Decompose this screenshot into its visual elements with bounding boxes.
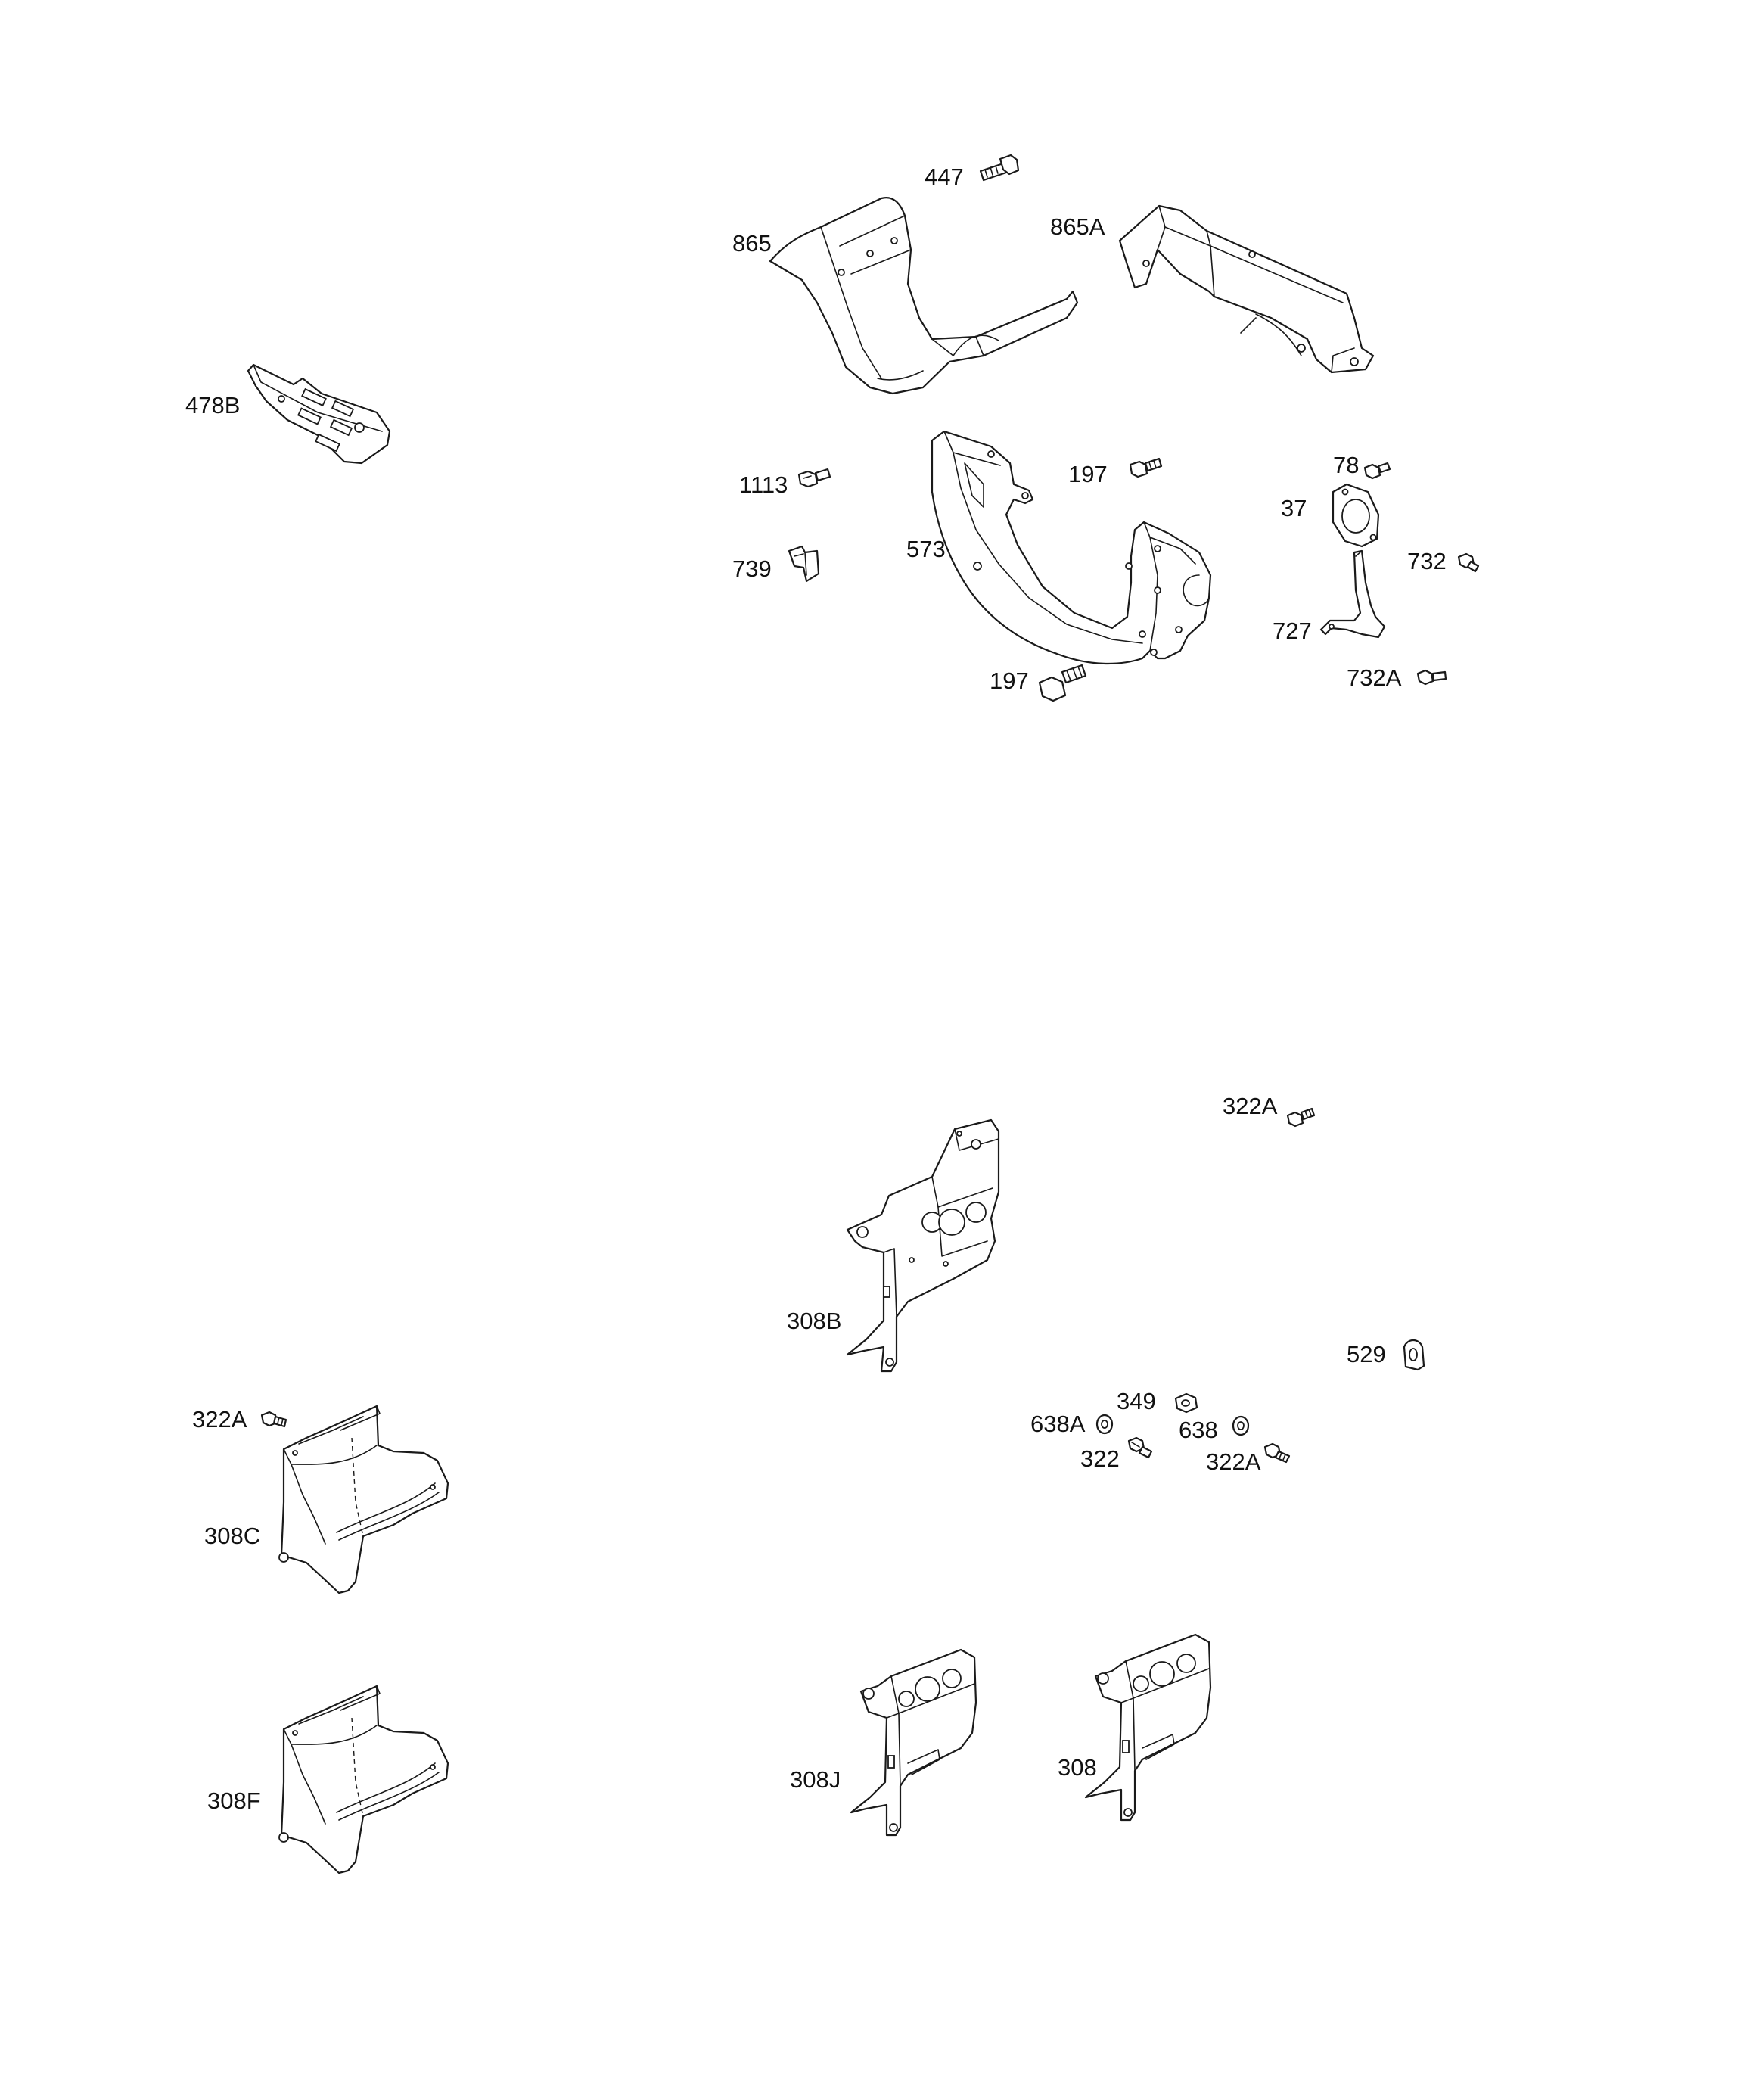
part-727-strap[interactable] bbox=[1319, 549, 1386, 639]
part-308C-shroud[interactable] bbox=[278, 1405, 449, 1594]
part-197-bolt-lower[interactable] bbox=[1038, 664, 1087, 702]
callout-865: 865 bbox=[732, 230, 772, 257]
callout-573: 573 bbox=[906, 536, 946, 562]
callout-447: 447 bbox=[925, 163, 964, 190]
callout-727: 727 bbox=[1273, 618, 1312, 644]
part-308-blower-housing[interactable] bbox=[1084, 1633, 1212, 1822]
callout-478B: 478B bbox=[185, 392, 240, 418]
callout-732: 732 bbox=[1407, 548, 1447, 574]
part-865A-bracket[interactable] bbox=[1118, 204, 1375, 374]
part-529-grommet[interactable] bbox=[1403, 1339, 1425, 1371]
part-865-shroud[interactable] bbox=[769, 197, 1079, 395]
part-322A-screw-left[interactable] bbox=[260, 1411, 287, 1428]
callout-529: 529 bbox=[1347, 1341, 1386, 1367]
callout-308F: 308F bbox=[207, 1787, 261, 1814]
callout-322A-left: 322A bbox=[192, 1406, 247, 1433]
part-322A-screw-top[interactable] bbox=[1286, 1107, 1316, 1128]
callout-865A: 865A bbox=[1050, 213, 1105, 240]
callout-78: 78 bbox=[1333, 452, 1359, 478]
part-732A-screw[interactable] bbox=[1416, 669, 1447, 686]
callout-308B: 308B bbox=[787, 1308, 841, 1334]
part-573-housing[interactable] bbox=[931, 430, 1212, 665]
part-37-gasket[interactable] bbox=[1332, 483, 1380, 548]
callout-37: 37 bbox=[1281, 495, 1307, 521]
callout-349: 349 bbox=[1117, 1388, 1156, 1414]
callout-322A-right: 322A bbox=[1206, 1448, 1261, 1475]
part-308F-shroud[interactable] bbox=[278, 1685, 449, 1874]
callout-732A: 732A bbox=[1347, 664, 1402, 691]
part-447-bolt[interactable] bbox=[979, 154, 1020, 182]
part-197-bolt-upper[interactable] bbox=[1129, 457, 1163, 478]
part-638-washer[interactable] bbox=[1232, 1415, 1250, 1436]
callout-322A-top: 322A bbox=[1223, 1093, 1278, 1119]
callout-308: 308 bbox=[1058, 1754, 1097, 1781]
part-308B-blower-housing[interactable] bbox=[846, 1118, 1000, 1373]
callout-1113: 1113 bbox=[739, 471, 788, 498]
callout-197-upper: 197 bbox=[1068, 461, 1108, 487]
part-739-clip[interactable] bbox=[788, 545, 820, 583]
callout-638: 638 bbox=[1179, 1417, 1218, 1443]
callout-638A: 638A bbox=[1030, 1411, 1086, 1437]
part-732-screw[interactable] bbox=[1457, 552, 1480, 573]
part-478B-guard[interactable] bbox=[247, 363, 391, 465]
part-308J-blower-housing[interactable] bbox=[850, 1648, 977, 1837]
callout-197-lower: 197 bbox=[990, 667, 1029, 694]
callout-308C: 308C bbox=[204, 1523, 260, 1549]
part-1113-screw[interactable] bbox=[797, 468, 831, 488]
part-638A-washer[interactable] bbox=[1095, 1414, 1114, 1435]
callout-308J: 308J bbox=[790, 1766, 841, 1793]
part-322A-screw-right[interactable] bbox=[1263, 1442, 1291, 1464]
part-349-nut[interactable] bbox=[1174, 1392, 1198, 1414]
part-78-screw[interactable] bbox=[1363, 462, 1391, 480]
part-322-screw[interactable] bbox=[1127, 1436, 1153, 1459]
callout-322: 322 bbox=[1080, 1445, 1120, 1472]
callout-739: 739 bbox=[732, 555, 772, 582]
